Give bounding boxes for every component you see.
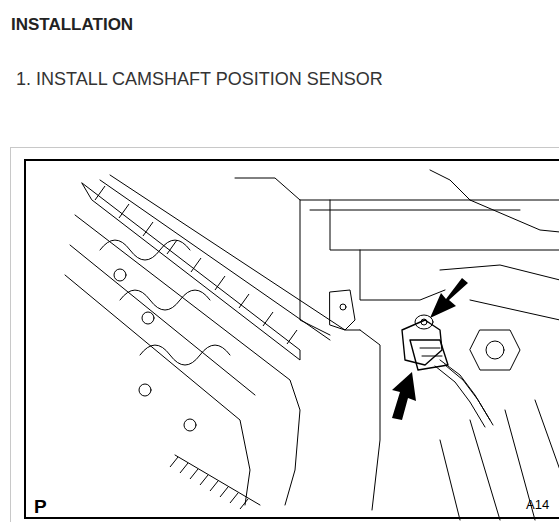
step-text: 1. INSTALL CAMSHAFT POSITION SENSOR <box>16 69 383 90</box>
view-letter: P <box>34 496 47 518</box>
section-heading: INSTALLATION <box>11 15 133 35</box>
figure-code: A14 <box>526 497 549 512</box>
